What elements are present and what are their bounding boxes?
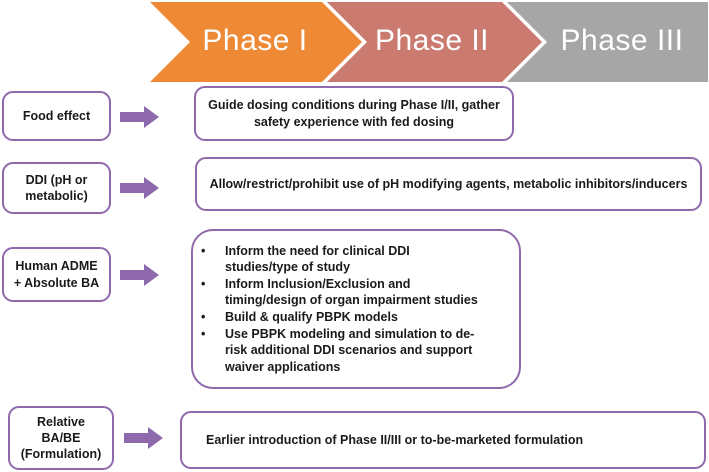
phase-1-chevron xyxy=(150,2,362,82)
phase-3-label: Phase III xyxy=(560,24,684,57)
impact-text: Allow/restrict/prohibit use of pH modify… xyxy=(209,176,688,191)
impact-text: Earlier introduction of Phase II/III or … xyxy=(206,432,584,447)
impact-box-human-adme: Inform the need for clinical DDI studies… xyxy=(191,229,521,389)
phase-3-chevron xyxy=(507,2,708,82)
study-label: Food effect xyxy=(22,108,91,123)
impact-bullet-item: Inform Inclusion/Exclusion and timing/de… xyxy=(193,276,478,309)
right-arrow-icon xyxy=(120,106,159,128)
study-box-relative-ba-be: Relative BA/BE (Formulation) xyxy=(8,406,114,470)
impact-bullet-list: Inform the need for clinical DDI studies… xyxy=(193,243,478,376)
impact-bullet-item: Inform the need for clinical DDI studies… xyxy=(193,243,478,276)
impact-box-relative-ba-be: Earlier introduction of Phase II/III or … xyxy=(180,411,706,469)
right-arrow-icon xyxy=(124,427,163,449)
study-label: Human ADME + Absolute BA xyxy=(13,259,100,290)
study-box-ddi: DDI (pH or metabolic) xyxy=(2,162,111,214)
study-box-human-adme: Human ADME + Absolute BA xyxy=(2,247,111,302)
impact-bullet-item: Use PBPK modeling and simulation to de- … xyxy=(193,326,478,376)
phase-2-chevron xyxy=(327,2,542,82)
right-arrow-icon xyxy=(120,177,159,199)
right-arrow-icon xyxy=(120,264,159,286)
study-box-food-effect: Food effect xyxy=(2,91,111,141)
phase-chevron-banner xyxy=(150,2,708,82)
phase-1-label: Phase I xyxy=(202,24,308,57)
study-label: Relative BA/BE (Formulation) xyxy=(20,414,102,462)
impact-bullet-item: Build & qualify PBPK models xyxy=(193,309,478,326)
impact-text: Guide dosing conditions during Phase I/I… xyxy=(208,98,500,129)
phase-2-label: Phase II xyxy=(374,24,490,57)
study-label: DDI (pH or metabolic) xyxy=(25,172,88,203)
impact-box-food-effect: Guide dosing conditions during Phase I/I… xyxy=(194,86,514,141)
impact-box-ddi: Allow/restrict/prohibit use of pH modify… xyxy=(195,157,702,211)
